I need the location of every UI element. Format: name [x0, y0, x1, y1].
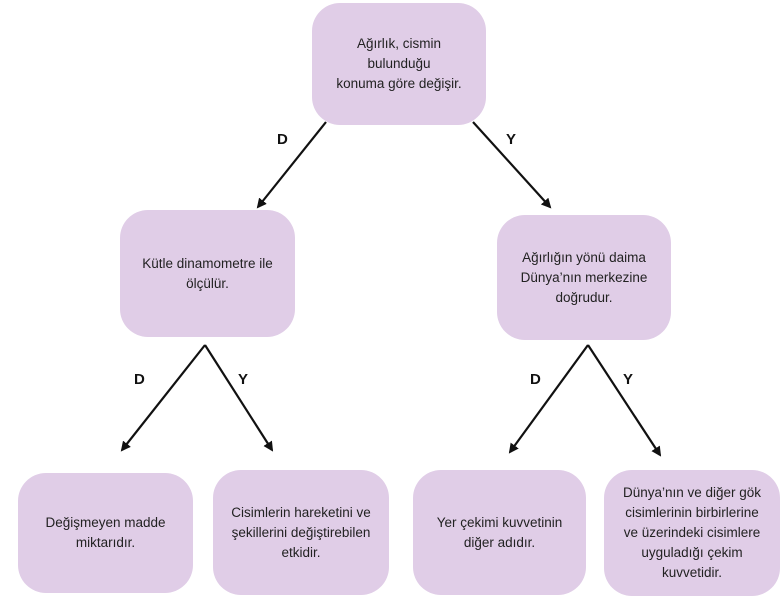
edge-label-y-root: Y — [506, 131, 517, 148]
arrow-left-leaf1 — [120, 344, 206, 452]
leaf-node-2: Cisimlerin hareketini ve şekillerini değ… — [213, 470, 389, 595]
right-node-text: Ağırlığın yönü daima Dünya’nın merkezine… — [520, 249, 648, 305]
edge-label-y-left: Y — [238, 371, 249, 388]
arrow-root-left — [256, 121, 327, 209]
arrow-left-leaf2 — [204, 344, 274, 452]
leaf-node-3-text: Yer çekimi kuvvetinin diğer adıdır. — [436, 514, 563, 550]
edge-label-y-right: Y — [623, 371, 634, 388]
arrow-right-leaf4 — [587, 344, 662, 457]
left-node-text: Kütle dinamometre ile ölçülür. — [142, 255, 273, 291]
arrow-right-leaf3 — [508, 344, 589, 454]
edge-label-d-right: D — [530, 371, 541, 388]
root-node: Ağırlık, cismin bulunduğu konuma göre de… — [312, 3, 486, 125]
leaf-node-4: Dünya’nın ve diğer gök cisimlerinin birb… — [604, 470, 780, 596]
edge-label-d-root: D — [277, 131, 288, 148]
leaf-node-1-text: Değişmeyen madde miktarıdır. — [45, 515, 166, 550]
leaf-node-3: Yer çekimi kuvvetinin diğer adıdır. — [413, 470, 586, 595]
root-node-text: Ağırlık, cismin bulunduğu konuma göre de… — [336, 36, 462, 91]
edge-label-d-left: D — [134, 371, 145, 388]
arrow-root-right — [472, 121, 552, 209]
left-node: Kütle dinamometre ile ölçülür. — [120, 210, 295, 337]
leaf-node-2-text: Cisimlerin hareketini ve şekillerini değ… — [231, 504, 371, 560]
right-node: Ağırlığın yönü daima Dünya’nın merkezine… — [497, 215, 671, 340]
leaf-node-1: Değişmeyen madde miktarıdır. — [18, 473, 193, 593]
leaf-node-4-text: Dünya’nın ve diğer gök cisimlerinin birb… — [622, 485, 762, 580]
